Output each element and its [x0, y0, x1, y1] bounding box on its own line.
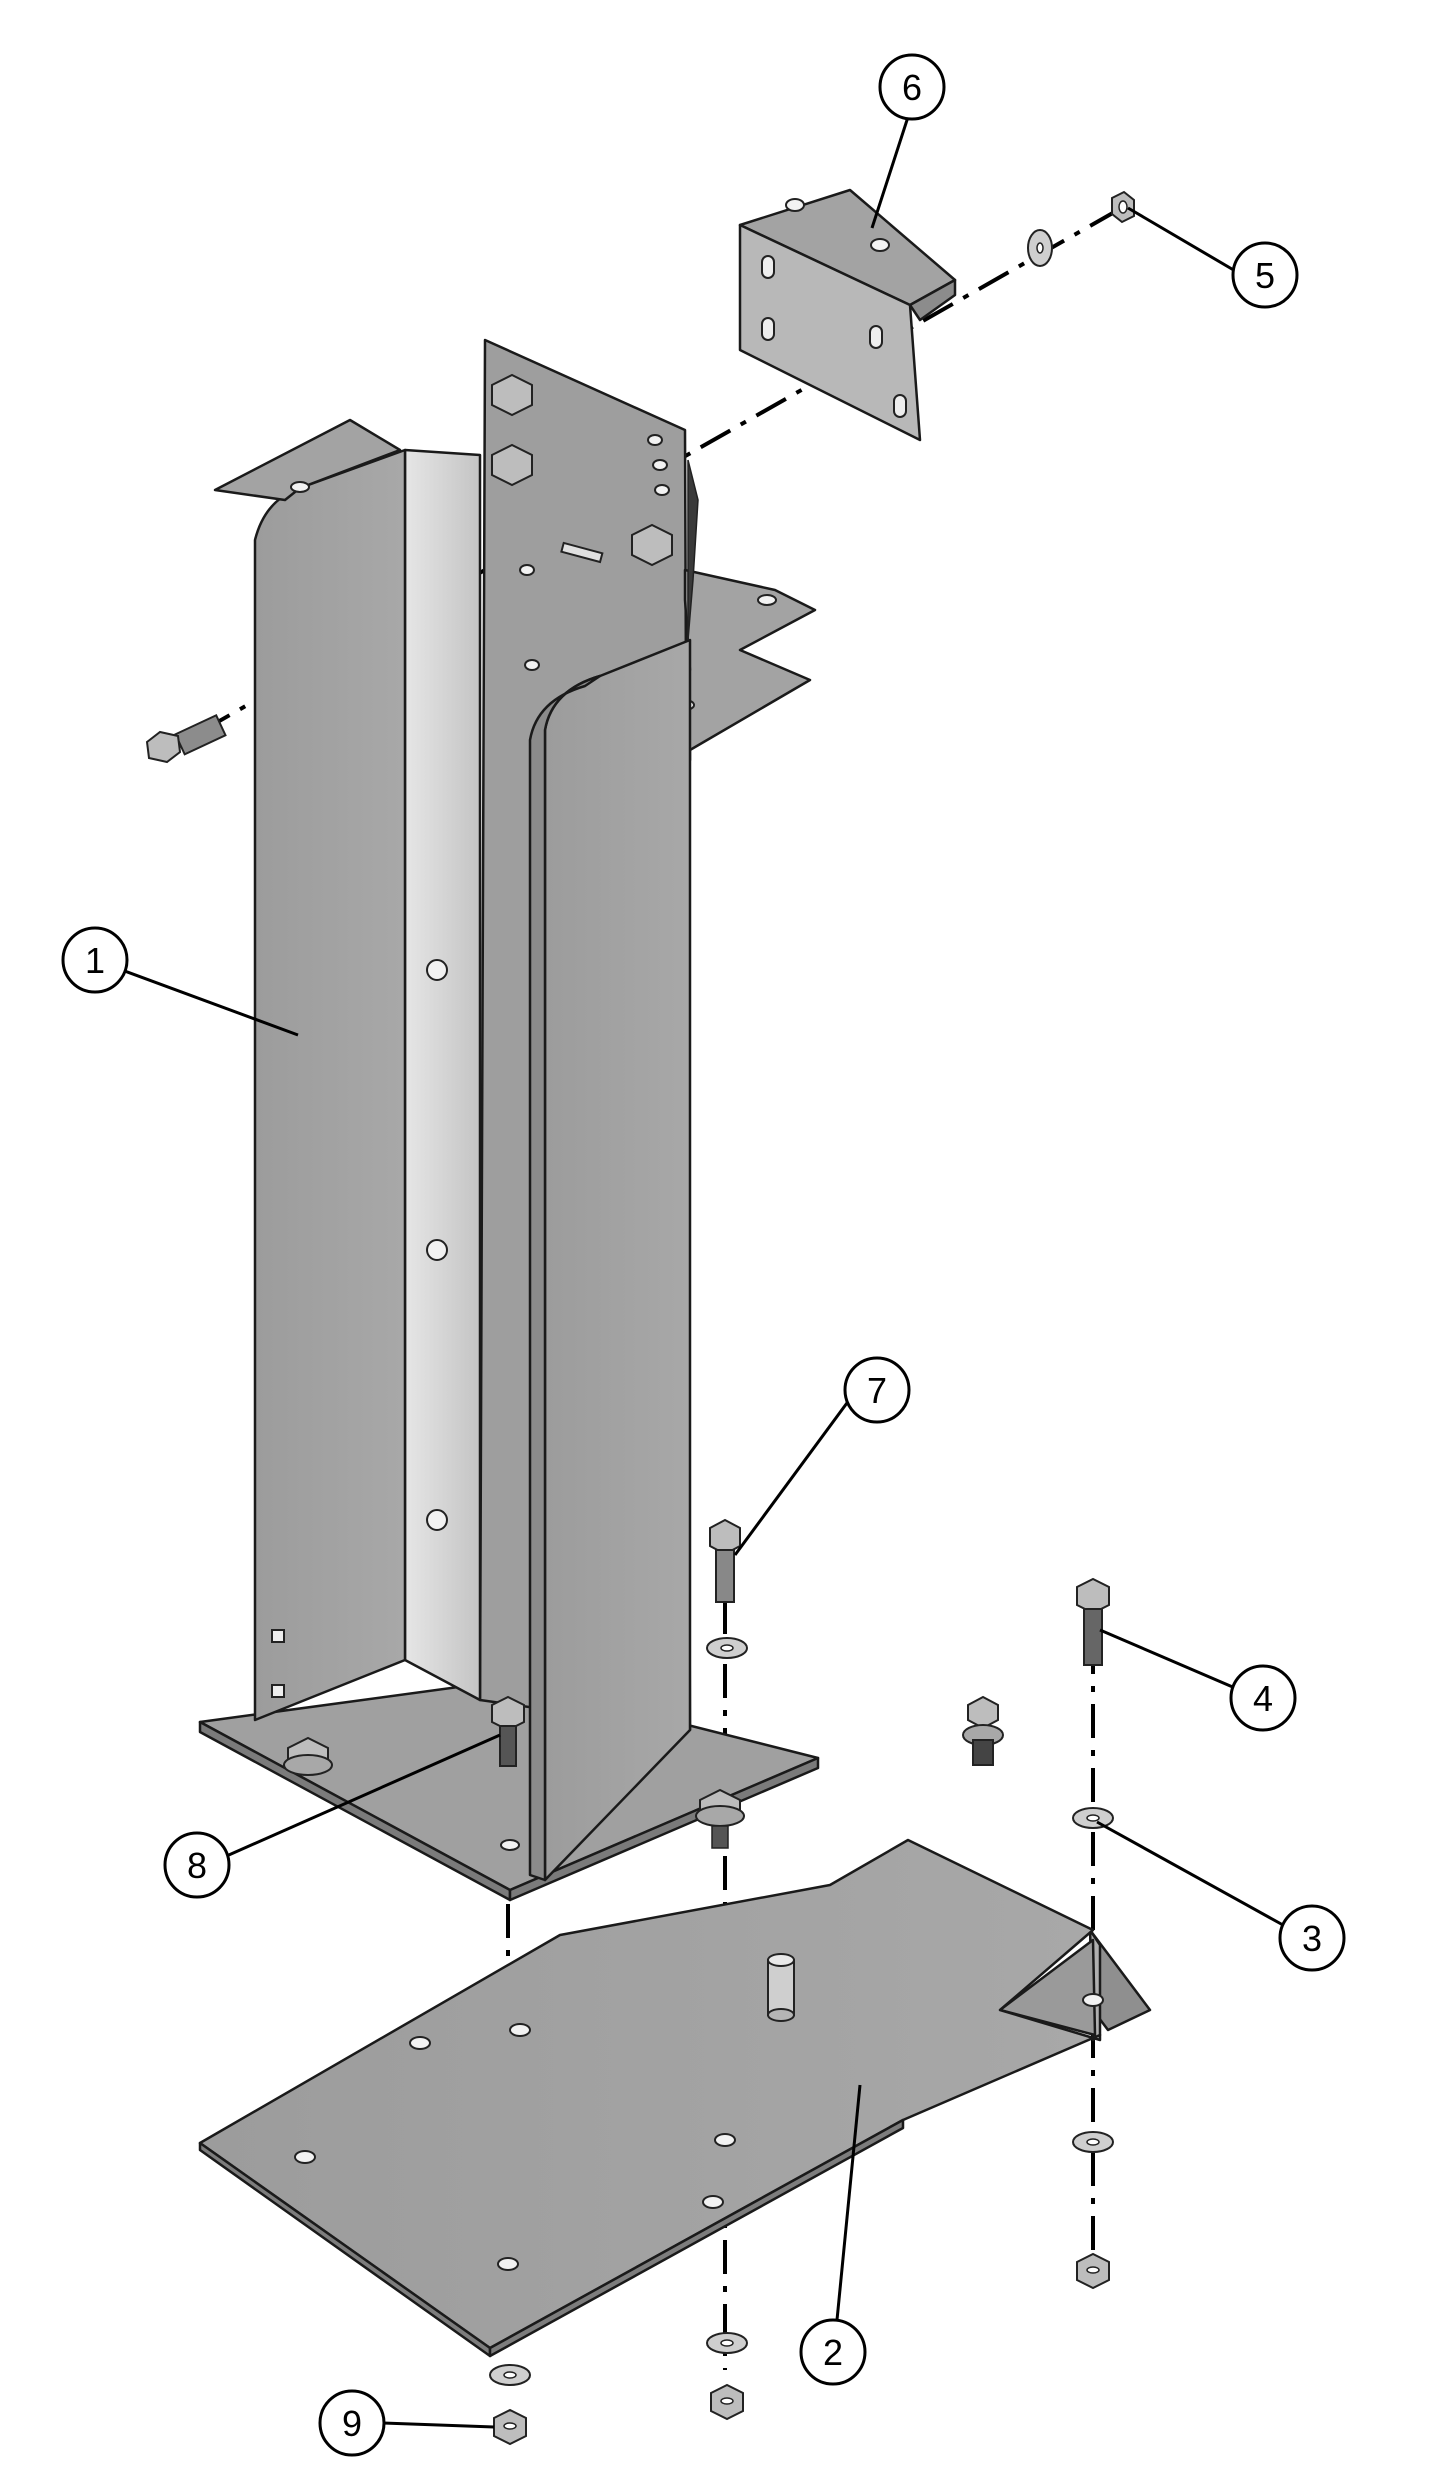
- callout-label-9: 9: [342, 2403, 362, 2444]
- washer-left-lower: [489, 2364, 531, 2386]
- upper-bolt: [145, 713, 227, 764]
- callout-label-5: 5: [1255, 255, 1275, 296]
- leader-6: [870, 116, 910, 229]
- callout-label-8: 8: [187, 1845, 207, 1886]
- callout-2: 2: [799, 2318, 867, 2386]
- leader-2: [835, 2084, 862, 2321]
- callout-label-6: 6: [902, 67, 922, 108]
- callout-label-3: 3: [1302, 1918, 1322, 1959]
- callout-label-4: 4: [1253, 1678, 1273, 1719]
- callout-4: 4: [1229, 1664, 1297, 1732]
- nut-part-9: [493, 2408, 527, 2446]
- washer-middle-lower: [706, 2332, 748, 2354]
- leader-1: [121, 968, 299, 1037]
- washer-right-lower: [1072, 2131, 1114, 2153]
- washer-part-3: [1072, 1807, 1114, 1829]
- leader-lines: [121, 116, 1284, 2429]
- callout-label-2: 2: [823, 2332, 843, 2373]
- callout-label-7: 7: [867, 1370, 887, 1411]
- callout-3: 3: [1278, 1904, 1346, 1972]
- leader-4: [1099, 1628, 1236, 1690]
- callout-7: 7: [843, 1356, 911, 1424]
- loose-bolt-with-washer: [962, 1695, 1004, 1766]
- leader-8: [221, 1733, 501, 1860]
- nut-right-lower: [1076, 2252, 1110, 2290]
- nut-middle-lower: [710, 2383, 744, 2421]
- angle-bracket-part-6: [738, 188, 957, 442]
- leader-9: [382, 2421, 495, 2429]
- callout-label-1: 1: [85, 940, 105, 981]
- mounting-plate-part-2: [198, 1838, 1152, 2358]
- callout-1: 1: [61, 926, 129, 994]
- bolt-part-4: [1076, 1577, 1110, 1666]
- leader-5: [1127, 206, 1238, 274]
- washer-under-bolt-7: [706, 1637, 748, 1659]
- post-hex-bolt-heads: [491, 373, 673, 567]
- bolt-part-7: [709, 1518, 741, 1603]
- leader-3: [1096, 1820, 1284, 1927]
- bolt-part-8: [491, 1695, 525, 1767]
- callout-9: 9: [318, 2389, 386, 2457]
- callout-8: 8: [163, 1831, 231, 1899]
- post-part-1: [198, 338, 820, 1902]
- upper-nut-part-5: [1111, 190, 1135, 224]
- upper-washer: [1027, 229, 1053, 267]
- leader-7: [733, 1387, 860, 1556]
- callout-6: 6: [878, 53, 946, 121]
- callout-5: 5: [1231, 241, 1299, 309]
